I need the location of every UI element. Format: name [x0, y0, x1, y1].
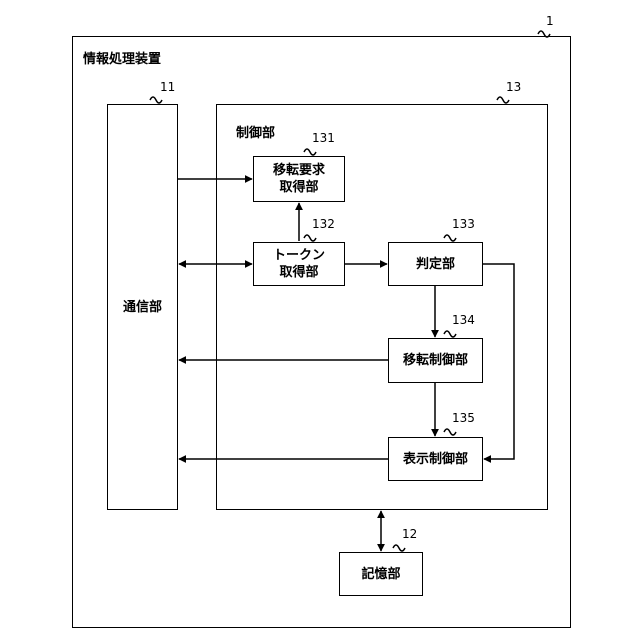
ref-number-transfer-control: 134	[452, 313, 475, 327]
ref-leader-transfer-request	[304, 149, 316, 155]
ref-number-storage: 12	[402, 527, 417, 541]
arrow-judge-to-display-control	[483, 264, 514, 459]
ref-number-device: 1	[546, 14, 554, 28]
ref-leader-storage	[393, 545, 405, 551]
ref-number-comm: 11	[160, 80, 175, 94]
ref-number-judge: 133	[452, 217, 475, 231]
ref-leader-control	[497, 97, 509, 103]
ref-number-transfer-request: 131	[312, 131, 335, 145]
ref-leader-transfer-control	[444, 331, 456, 337]
ref-leader-comm	[150, 97, 162, 103]
ref-number-control: 13	[506, 80, 521, 94]
ref-number-token: 132	[312, 217, 335, 231]
ref-leader-device	[538, 31, 550, 37]
ref-leader-judge	[444, 235, 456, 241]
ref-leader-token	[304, 235, 316, 241]
ref-number-display-control: 135	[452, 411, 475, 425]
ref-leader-display-control	[444, 429, 456, 435]
